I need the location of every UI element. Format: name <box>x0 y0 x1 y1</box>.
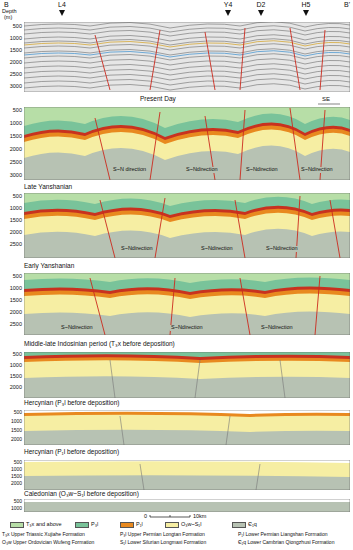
label-text: D2 <box>257 1 266 8</box>
label-text: 3000 <box>10 84 22 90</box>
label-text: 1500 <box>11 428 22 433</box>
label-text: Hercynian (P₁l before deposition) <box>24 449 119 456</box>
seismic-section <box>24 22 350 92</box>
label-text: Hercynian (P₃l before deposition) <box>24 400 120 407</box>
label-text: 500 <box>13 108 22 114</box>
label-text: 1500 <box>10 134 22 140</box>
legend-text: O₃w~S₁l <box>181 522 201 528</box>
label-text: 1000 <box>11 419 22 424</box>
label-text: 1000 <box>10 363 22 369</box>
label-text: H5 <box>302 1 311 8</box>
label-text: S~Ndirection <box>60 325 94 331</box>
label-text: B' <box>344 1 350 8</box>
caledonian-section <box>24 499 350 512</box>
label-text: 2000 <box>10 60 22 66</box>
label-text: 2000 <box>10 230 22 236</box>
label-text: (m) <box>4 15 12 21</box>
label-text: 1000 <box>10 286 22 292</box>
label-text: P₃l Upper Permian Longtan Formation <box>120 532 205 537</box>
direction-line <box>318 104 340 105</box>
label-text: S~Ndirection <box>300 167 334 173</box>
label-text: 1500 <box>10 374 22 380</box>
label-text: 1000 <box>10 121 22 127</box>
label-text: 1000 <box>11 506 22 511</box>
legend-swatch <box>10 522 24 528</box>
label-text: S~Ndirection <box>185 167 219 173</box>
label-text: 500 <box>13 194 22 200</box>
label-text: 2000 <box>10 147 22 153</box>
label-text: 500 <box>14 460 22 465</box>
label-text: Y4 <box>224 1 233 8</box>
present-day-section <box>24 107 350 180</box>
label-text: 2500 <box>10 242 22 248</box>
label-text: 2000 <box>10 310 22 316</box>
early-yanshanian-section <box>24 273 350 335</box>
label-text: 1500 <box>11 474 22 479</box>
legend-swatch <box>232 522 246 528</box>
label-text: 3000 <box>10 173 22 179</box>
legend-text: P₁l <box>136 522 143 528</box>
label-text: 500 <box>14 499 22 504</box>
label-text: O₃w Upper Ordovician Wufeng Formation <box>2 540 94 545</box>
label-text: 1000 <box>10 36 22 42</box>
legend-swatch <box>165 522 179 528</box>
label-text: 2000 <box>10 385 22 391</box>
label-text: 2500 <box>10 72 22 78</box>
label-text: Middle-late Indosinian period (T₃x befor… <box>24 341 175 348</box>
label-text: Є₁q Lower Cambrian Qiongzhusi Formation <box>238 540 334 545</box>
legend-text: Є₁q <box>248 522 257 528</box>
well-markers <box>59 10 309 16</box>
label-text: 10km <box>193 514 206 520</box>
label-text: S~Ndirection <box>120 246 154 252</box>
scale-bar <box>150 515 190 517</box>
label-text: P₁l Lower Permian Liangshan Formation <box>238 532 328 537</box>
label-text: 2500 <box>10 160 22 166</box>
legend-text: T₃x and above <box>26 522 62 528</box>
label-text: 1500 <box>10 298 22 304</box>
label-text: L4 <box>58 1 66 8</box>
label-text: SE <box>322 96 330 102</box>
label-text: Early Yanshanian <box>24 263 74 270</box>
label-text: S~Ndirection <box>265 246 299 252</box>
hercynian-p1l-section <box>24 460 350 490</box>
label-text: Late Yanshanian <box>24 184 72 191</box>
label-text: S~Ndirection <box>245 167 279 173</box>
label-text: Caledonian (O₃w~S₁l before deposition) <box>24 491 139 498</box>
label-text: B <box>4 1 9 8</box>
label-text: S~Ndirection <box>200 246 234 252</box>
label-text: S₁l Lower Silurian Longmaxi Formation <box>120 540 206 545</box>
hercynian-p3l-section <box>24 410 350 445</box>
label-text: 2500 <box>10 322 22 328</box>
label-text: 1000 <box>11 467 22 472</box>
indosinian-section <box>24 352 350 398</box>
legend-swatch <box>120 522 134 528</box>
label-text: 2000 <box>11 437 22 442</box>
label-text: 0 <box>144 514 147 520</box>
label-text: 500 <box>14 410 22 415</box>
late-yanshanian-section <box>24 193 350 258</box>
label-text: S~N direction <box>112 167 147 173</box>
label-text: T₃x Upper Triassic Xujiahe Formation <box>2 532 85 537</box>
label-text: 2000 <box>11 481 22 486</box>
label-text: 500 <box>13 352 22 358</box>
legend-swatch <box>75 522 89 528</box>
label-text: 500 <box>13 274 22 280</box>
label-text: 1500 <box>10 48 22 54</box>
label-text: Present Day <box>140 96 176 103</box>
label-text: 500 <box>13 24 22 30</box>
label-text: 1000 <box>10 206 22 212</box>
label-text: Depth <box>2 9 17 15</box>
label-text: 1500 <box>10 218 22 224</box>
label-text: S~Ndirection <box>170 325 204 331</box>
legend-text: P₃l <box>91 522 98 528</box>
label-text: S~Ndirection <box>260 325 294 331</box>
